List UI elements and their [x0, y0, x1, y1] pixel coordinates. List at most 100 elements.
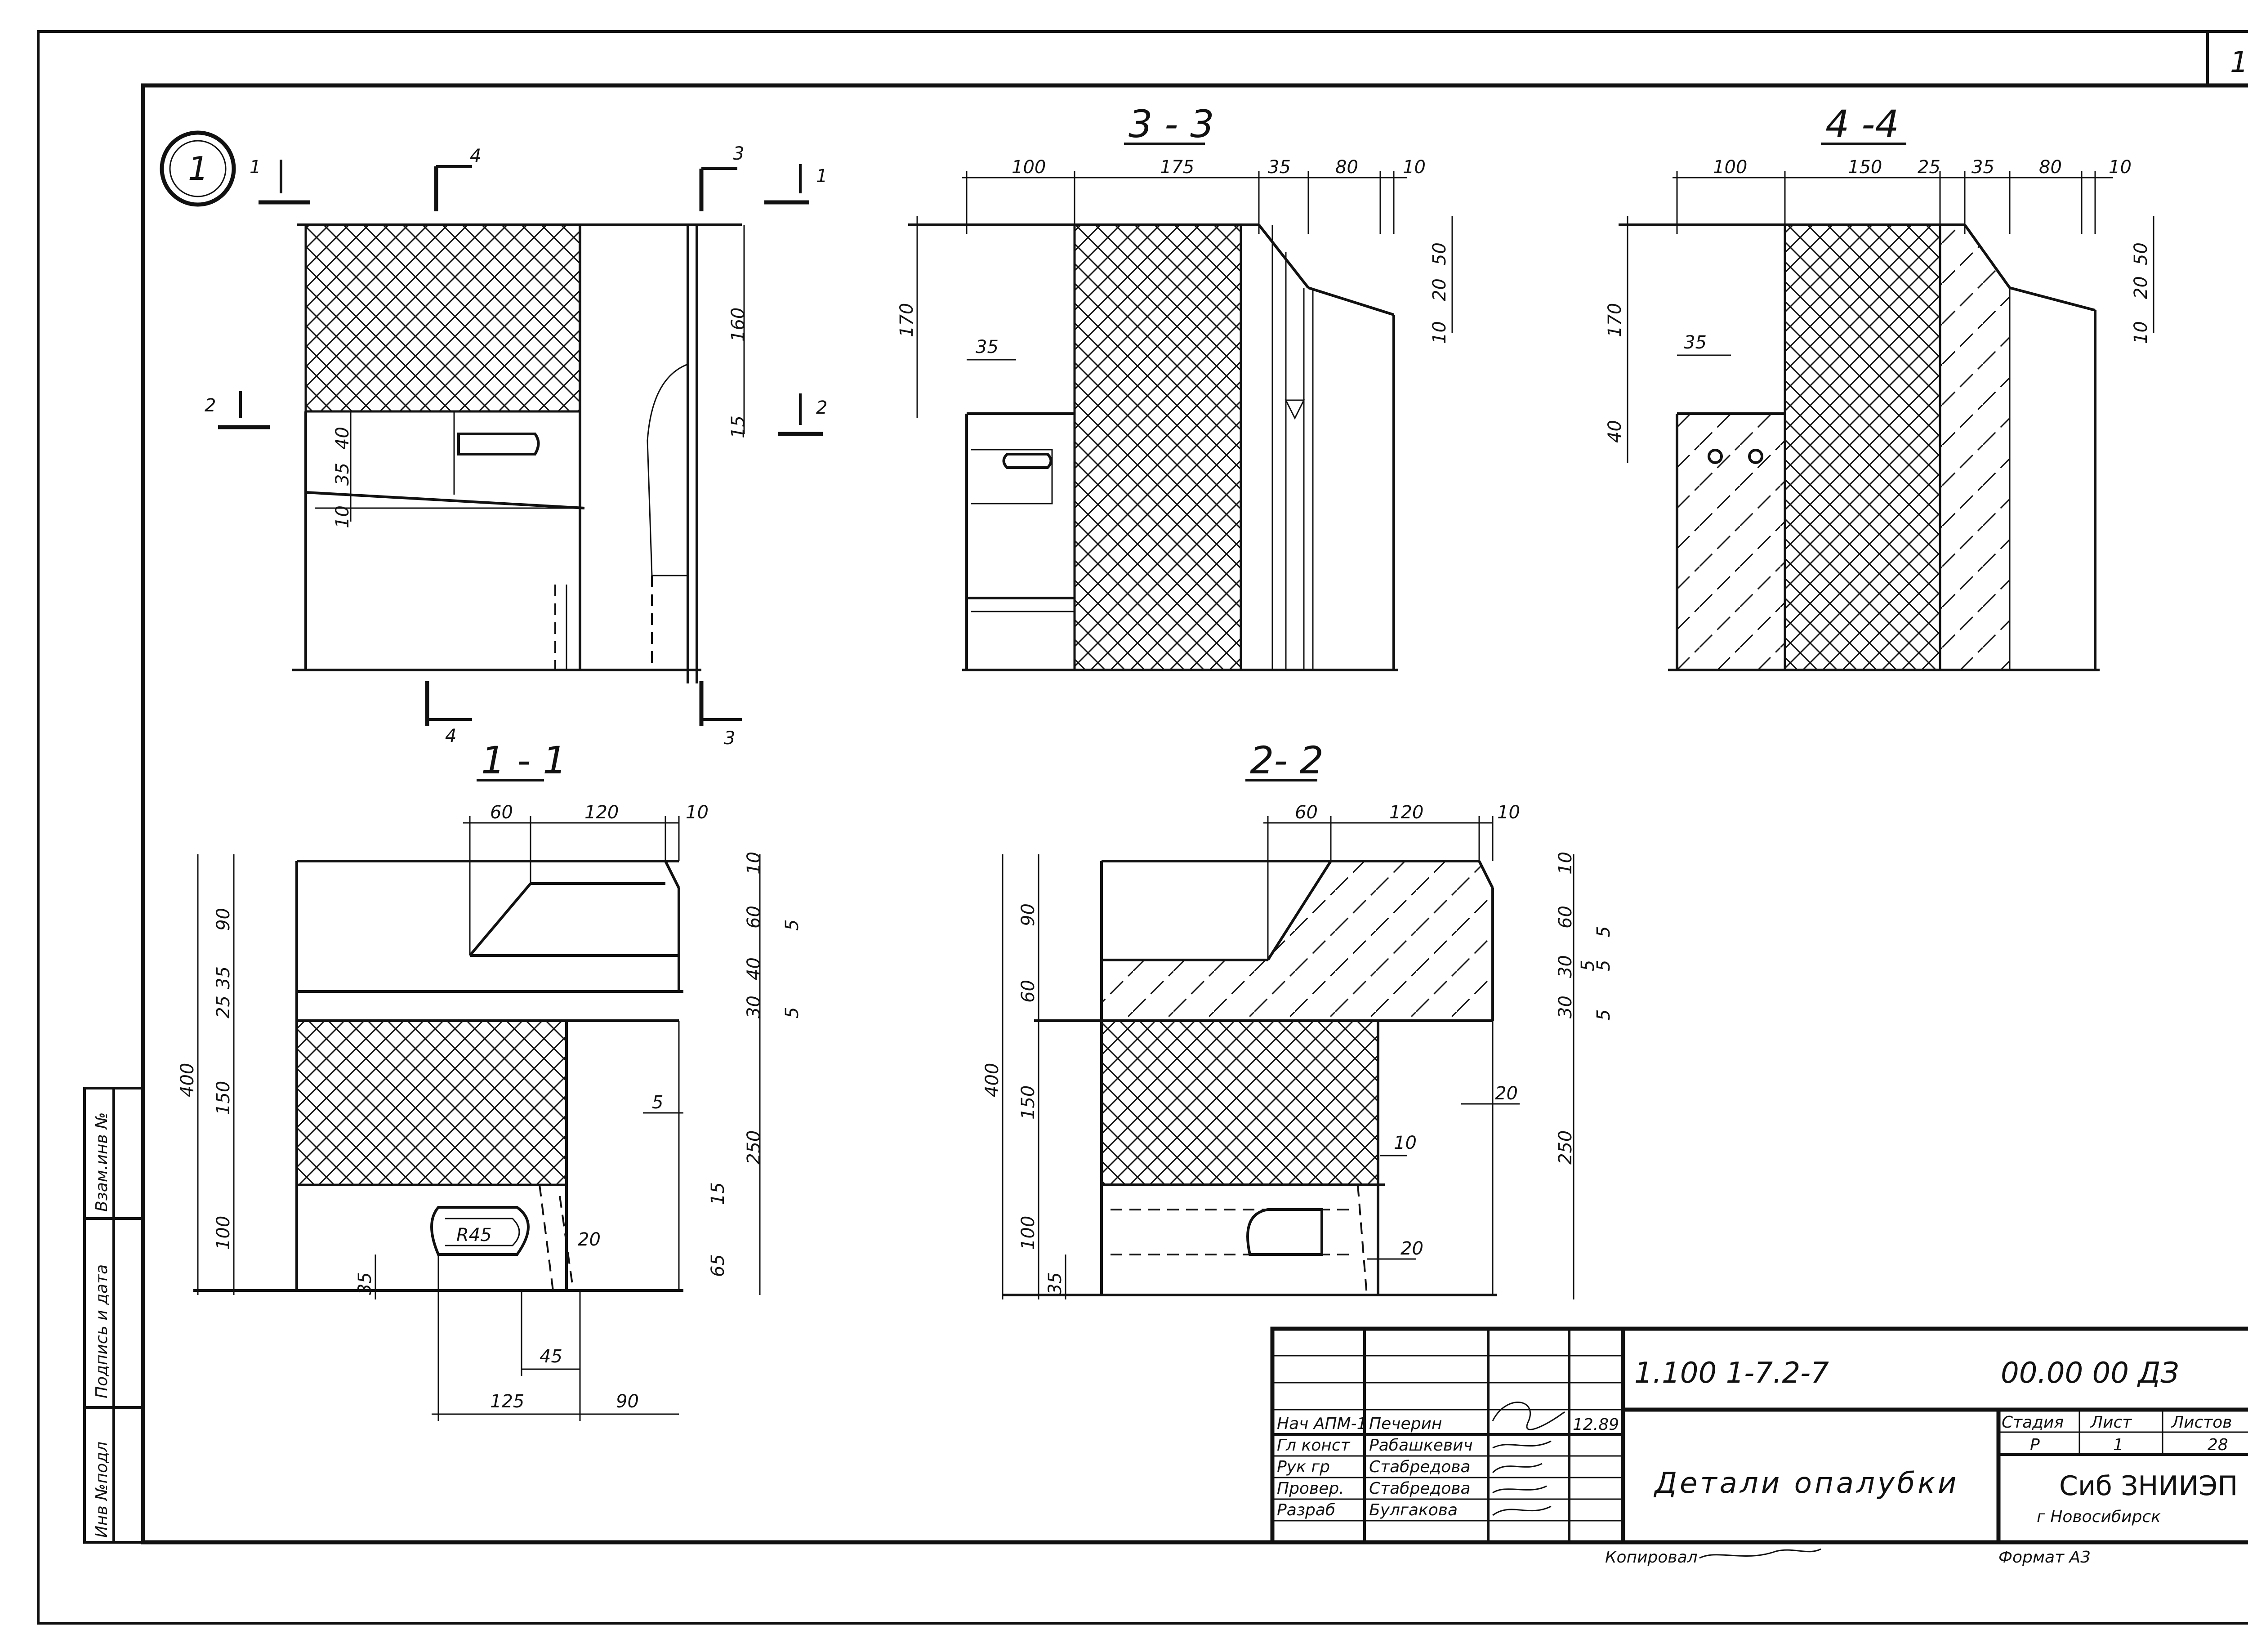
- s22-dim-30b: 30: [1555, 996, 1576, 1018]
- section-4-4-title: 4 -4: [1825, 102, 1899, 146]
- s33-dim-175: 175: [1160, 157, 1194, 178]
- inv-orig-label: Инв №подл: [93, 1442, 111, 1538]
- s33-dim-10: 10: [1403, 157, 1426, 178]
- s11-dim-30r: 30: [744, 996, 764, 1018]
- copied-by: Копировал: [1605, 1548, 1698, 1567]
- mark-2-left: 2: [205, 395, 216, 416]
- insulation-block: [1784, 223, 1941, 671]
- mark-1-left: 1: [250, 157, 261, 178]
- sheet-number: 18: [2230, 46, 2248, 79]
- s22-dim-5b: 5: [1578, 960, 1598, 971]
- stage-label: Стадия: [2002, 1413, 2064, 1432]
- s22-dim-10: 10: [1497, 802, 1520, 823]
- doc-code: 1.100 1-7.2-7: [1634, 1357, 1829, 1390]
- side-stamp: Инв №подл Подпись и дата Взам.инв №: [83, 1087, 144, 1544]
- signature-3: [1492, 1485, 1547, 1494]
- s11-dim-400: 400: [177, 1063, 198, 1097]
- s11-dim-35: 35: [213, 966, 234, 989]
- sheets-label: Листов: [2171, 1413, 2232, 1432]
- s11-dim-65: 65: [708, 1254, 728, 1277]
- organization: Сиб ЗНИИЭП: [2059, 1470, 2238, 1502]
- stage-value: Р: [2030, 1436, 2040, 1454]
- name-0: Печерин: [1369, 1415, 1442, 1433]
- s22-dim-10b: 10: [1394, 1133, 1417, 1153]
- sheet-label: Лист: [2090, 1413, 2132, 1432]
- s44-dim-10: 10: [2109, 157, 2132, 178]
- section-1-1-title: 1 - 1: [481, 738, 567, 782]
- insulation-block: [304, 223, 581, 413]
- copied-signature: [1699, 1548, 1821, 1559]
- s11-dim-60r: 60: [744, 906, 764, 929]
- s33-dim-80: 80: [1335, 157, 1358, 178]
- inner-frame: [141, 83, 2248, 1545]
- section-3-3-title: 3 - 3: [1128, 102, 1214, 146]
- s11-dim-15: 15: [708, 1182, 728, 1205]
- detail-dim-40: 40: [332, 427, 353, 450]
- s22-dim-5d: 5: [1593, 1009, 1614, 1021]
- s22-dim-20b: 20: [1401, 1238, 1423, 1259]
- format: Формат А3: [1998, 1548, 2091, 1567]
- s22-dim-120: 120: [1389, 802, 1423, 823]
- s11-dim-45: 45: [540, 1346, 562, 1367]
- section-2-2: 2- 2 60 120 10 400 90 60 150 100: [982, 738, 1614, 1299]
- s11-dim-5a: 5: [782, 920, 803, 931]
- s11-dim-120: 120: [584, 802, 619, 823]
- title-block: 1.100 1-7.2-7 00.00 00 ДЗ Детали опалубк…: [1270, 1326, 2248, 1567]
- name-2: Стабредова: [1369, 1458, 1471, 1476]
- s44-dim-25: 25: [1918, 157, 1940, 178]
- signature-0: [1492, 1402, 1565, 1430]
- s11-dim-150: 150: [213, 1081, 234, 1115]
- insulation-block: [1100, 1019, 1379, 1186]
- s33-dim-35b: 35: [976, 337, 999, 357]
- section-1-1: 1 - 1 60 120 10 400 90 35 25 150: [177, 738, 803, 1421]
- s33-dim-35: 35: [1268, 157, 1291, 178]
- s22-dim-20a: 20: [1495, 1083, 1518, 1104]
- role-0: Нач АПМ-1: [1277, 1415, 1367, 1433]
- role-4: Разраб: [1277, 1501, 1335, 1519]
- sheets-value: 28: [2208, 1436, 2228, 1454]
- s44-dim-35: 35: [1971, 157, 1994, 178]
- sheet-value: 1: [2113, 1436, 2123, 1454]
- s33-dim-20: 20: [1429, 278, 1450, 301]
- s33-dim-100: 100: [1012, 157, 1046, 178]
- signature-2: [1492, 1463, 1543, 1473]
- s11-dim-r45: R45: [456, 1225, 492, 1246]
- s22-dim-60r: 60: [1555, 906, 1576, 929]
- s22-dim-400: 400: [982, 1063, 1003, 1097]
- s22-dim-60: 60: [1295, 802, 1318, 823]
- s11-dim-90: 90: [213, 908, 234, 931]
- s22-dim-5a: 5: [1593, 926, 1614, 938]
- sheet-title: Детали опалубки: [1653, 1467, 1959, 1500]
- s11-dim-60: 60: [490, 802, 513, 823]
- s11-dim-5c: 5: [652, 1092, 663, 1113]
- sign-date-label: Подпись и дата: [93, 1264, 111, 1398]
- s11-dim-250: 250: [744, 1130, 764, 1165]
- mark-4-top: 4: [470, 146, 481, 166]
- name-4: Булгакова: [1369, 1501, 1458, 1519]
- detail-dim-160: 160: [728, 308, 749, 342]
- mark-1-right: 1: [816, 166, 827, 187]
- s44-dim-40: 40: [1605, 420, 1625, 443]
- s22-dim-30a: 30: [1555, 955, 1576, 978]
- doc-number: 00.00 00 ДЗ: [2001, 1357, 2179, 1390]
- detail-dim-10: 10: [332, 505, 353, 528]
- s44-dim-50: 50: [2131, 242, 2151, 265]
- outer-frame: [37, 30, 2248, 1625]
- mark-4-bottom: 4: [445, 726, 456, 746]
- s11-dim-125: 125: [490, 1391, 524, 1412]
- name-3: Стабредова: [1369, 1479, 1471, 1498]
- s33-dim-10b: 10: [1429, 321, 1450, 344]
- mark-3-top: 3: [733, 143, 744, 164]
- s11-dim-100: 100: [213, 1216, 234, 1250]
- s22-dim-150: 150: [1018, 1085, 1039, 1120]
- s22-dim-100: 100: [1018, 1216, 1039, 1250]
- s44-dim-170: 170: [1605, 303, 1625, 337]
- s11-dim-5b: 5: [782, 1007, 803, 1018]
- s22-dim-35: 35: [1045, 1272, 1066, 1295]
- mark-3-bottom: 3: [724, 728, 735, 749]
- inv-vzam-label: Взам.инв №: [93, 1112, 111, 1212]
- detail-marker-text: 1: [188, 150, 209, 188]
- s44-dim-80: 80: [2039, 157, 2062, 178]
- section-2-2-title: 2- 2: [1250, 738, 1324, 782]
